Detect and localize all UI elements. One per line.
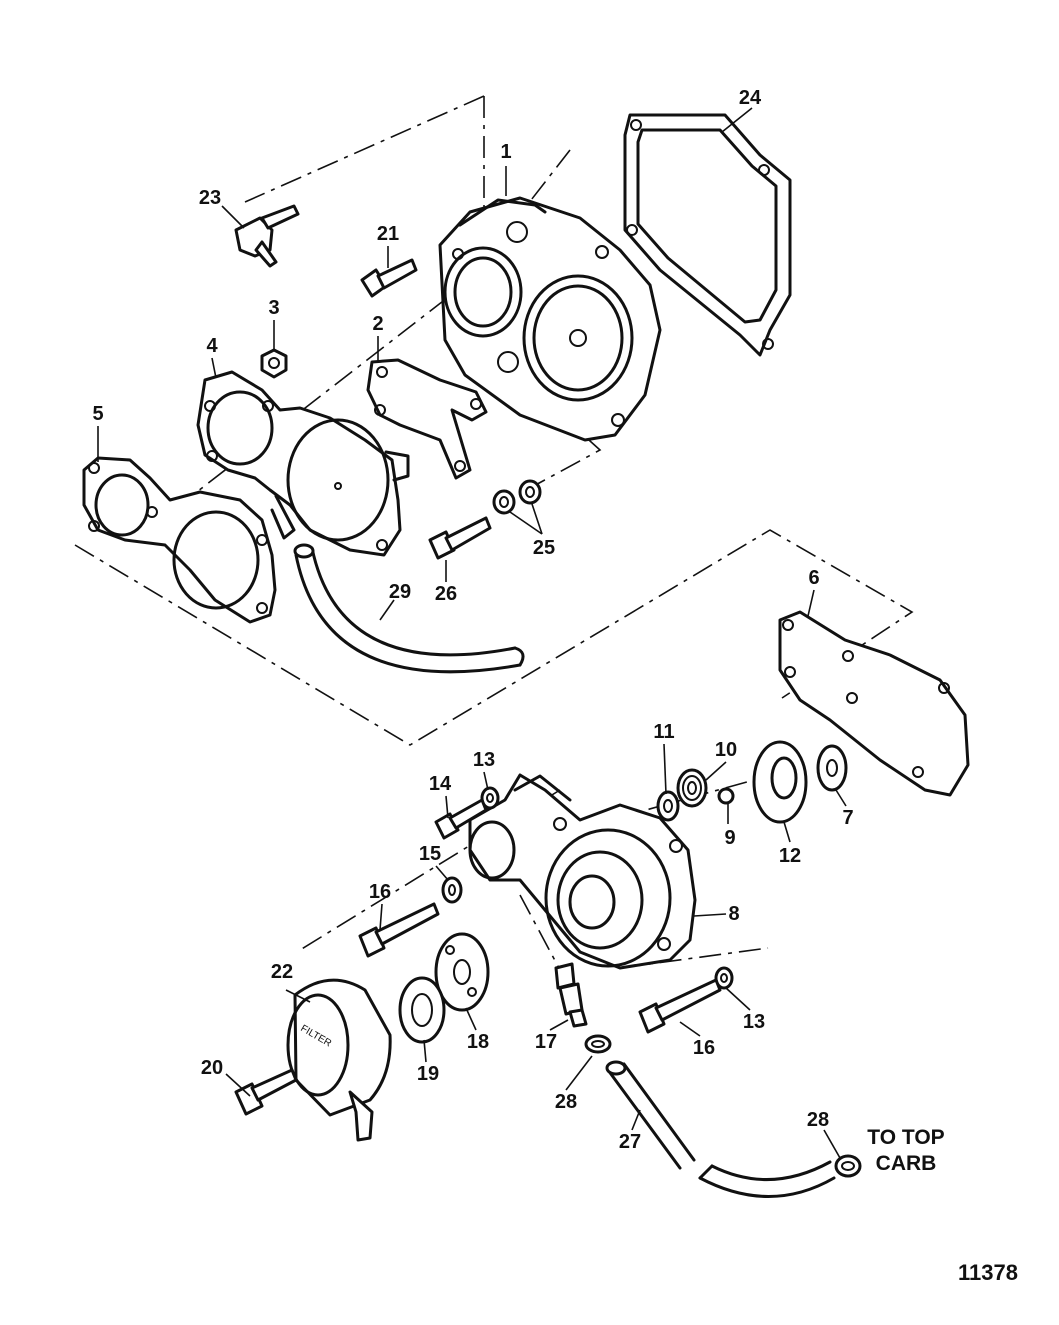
diaphragm-6 bbox=[778, 610, 970, 797]
gasket-5 bbox=[82, 456, 277, 624]
callout-8: 8 bbox=[728, 903, 739, 925]
pump-body-1 bbox=[438, 196, 662, 442]
hose-29 bbox=[293, 543, 525, 674]
callout-3: 3 bbox=[268, 297, 279, 319]
washers-25 bbox=[492, 479, 542, 515]
washer-13-upper bbox=[480, 786, 500, 810]
callouts: 1 2 3 4 5 6 7 8 9 10 11 12 13 13 14 15 1… bbox=[92, 87, 853, 1153]
callout-20: 20 bbox=[201, 1057, 223, 1079]
callout-9: 9 bbox=[724, 827, 735, 849]
elbow-fitting-23 bbox=[234, 204, 300, 268]
screw-9 bbox=[717, 787, 735, 805]
callout-16-right: 16 bbox=[693, 1037, 715, 1059]
callout-5: 5 bbox=[92, 403, 103, 425]
callout-15: 15 bbox=[419, 843, 441, 865]
callout-26: 26 bbox=[435, 583, 457, 605]
callout-13-lower: 13 bbox=[743, 1011, 765, 1033]
hose-27 bbox=[605, 1060, 836, 1198]
callout-28-left: 28 bbox=[555, 1091, 577, 1113]
callout-10: 10 bbox=[715, 739, 737, 761]
clamp-28-left bbox=[584, 1034, 612, 1054]
callout-23: 23 bbox=[199, 187, 221, 209]
callout-29: 29 bbox=[389, 581, 411, 603]
screw-14 bbox=[434, 798, 488, 840]
callout-25: 25 bbox=[533, 537, 555, 559]
screw-26 bbox=[428, 516, 492, 560]
callout-24: 24 bbox=[739, 87, 762, 109]
callout-2: 2 bbox=[372, 313, 383, 335]
nut-3 bbox=[260, 348, 288, 379]
leader-lines bbox=[97, 107, 847, 1159]
washer-19 bbox=[398, 976, 446, 1044]
filter-cap-22: FILTER bbox=[286, 978, 392, 1142]
callout-1: 1 bbox=[500, 141, 511, 163]
callout-12: 12 bbox=[779, 845, 801, 867]
screw-16-left bbox=[358, 902, 440, 958]
callout-22: 22 bbox=[271, 961, 293, 983]
callout-7: 7 bbox=[842, 807, 853, 829]
washer-13-lower bbox=[714, 966, 734, 990]
screw-21 bbox=[360, 258, 418, 298]
callout-16-left: 16 bbox=[369, 881, 391, 903]
spring-10 bbox=[676, 768, 708, 808]
callout-4: 4 bbox=[206, 335, 218, 357]
screw-20 bbox=[234, 1068, 298, 1116]
note-carb: CARB bbox=[876, 1152, 937, 1175]
bracket-2 bbox=[366, 358, 488, 480]
cup-12 bbox=[752, 740, 808, 824]
screw-16-right bbox=[638, 978, 722, 1034]
washer-15 bbox=[441, 876, 463, 904]
callout-18: 18 bbox=[467, 1031, 489, 1053]
washer-7 bbox=[816, 744, 848, 792]
callout-11: 11 bbox=[653, 721, 674, 743]
callout-19: 19 bbox=[417, 1063, 439, 1085]
callout-13-upper: 13 bbox=[473, 749, 495, 771]
callout-14: 14 bbox=[429, 773, 452, 795]
pump-housing-8 bbox=[468, 773, 697, 970]
note-to-top: TO TOP bbox=[867, 1126, 944, 1149]
callout-6: 6 bbox=[808, 567, 819, 589]
clamp-28-right bbox=[834, 1154, 862, 1178]
cover-4 bbox=[196, 370, 410, 557]
fitting-17 bbox=[554, 962, 588, 1028]
callout-21: 21 bbox=[377, 223, 399, 245]
figure-number: 11378 bbox=[958, 1260, 1018, 1285]
callout-27: 27 bbox=[619, 1131, 641, 1153]
gasket-24 bbox=[623, 113, 792, 357]
valve-plate-18 bbox=[434, 932, 490, 1012]
washer-11 bbox=[656, 790, 680, 822]
callout-28-right: 28 bbox=[807, 1109, 829, 1131]
callout-17: 17 bbox=[535, 1031, 557, 1053]
